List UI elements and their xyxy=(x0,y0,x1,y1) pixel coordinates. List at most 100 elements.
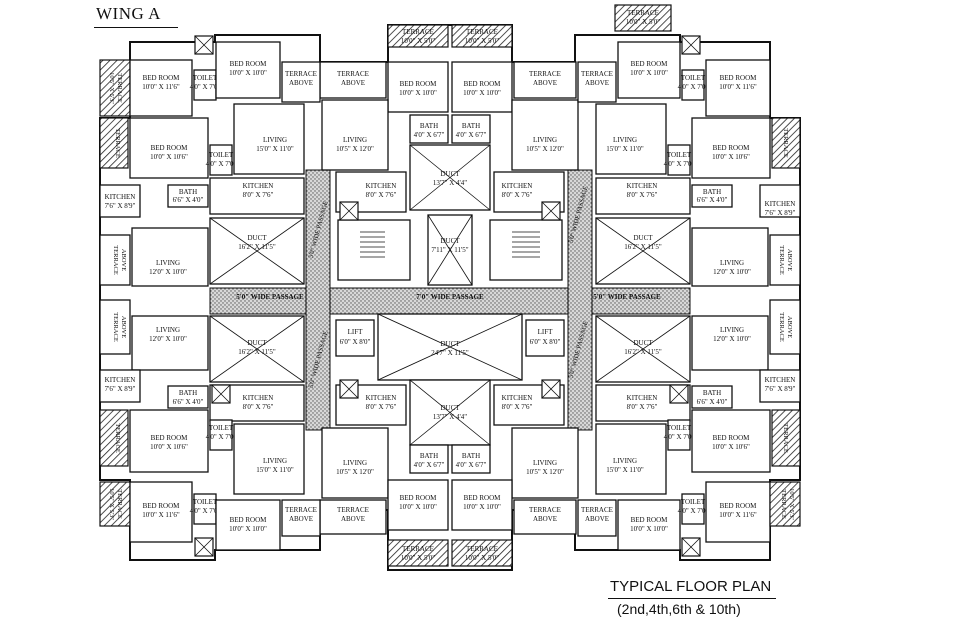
room-label: BED ROOM xyxy=(400,494,438,502)
room-label: 10'0" X 5'0" xyxy=(465,37,499,45)
terrace-bottom-right-side xyxy=(769,481,801,527)
room-label: 10'0" X 10'0" xyxy=(399,503,437,511)
room-label: 8'0" X 7'6" xyxy=(366,403,397,411)
room-label: LIVING xyxy=(720,326,744,334)
bedroom-bottom-left-inner xyxy=(215,499,281,551)
toilet-right-lower xyxy=(667,419,691,451)
room-label: ABOVE xyxy=(786,316,793,338)
room-label: 4'0" X 6'7" xyxy=(456,131,487,139)
room-label: 15'0" X 11'0" xyxy=(256,145,294,153)
terrace-bottom-center-right xyxy=(451,539,513,567)
terrace-above-bottom-cr xyxy=(513,499,577,535)
terrace-bottom-center-left xyxy=(387,539,449,567)
shaft-right-mid xyxy=(669,384,689,404)
room-label: 4'0" X 7'0" xyxy=(664,160,695,168)
room-label: 10'0" X 5'0" xyxy=(626,18,660,26)
room-label: LIFT xyxy=(538,328,554,336)
room-label: TOILET xyxy=(193,498,218,506)
room-label: TERRACE xyxy=(114,128,121,158)
room-label: 13'7" X 4'4" xyxy=(433,179,467,187)
stair-right-treads xyxy=(512,231,540,258)
room-label: DUCT xyxy=(440,237,460,245)
bath-bottom-cl xyxy=(409,444,449,474)
room-label: 4'0" X 7'0" xyxy=(678,507,709,515)
room-label: BED ROOM xyxy=(720,74,758,82)
room-label: TERRACE xyxy=(782,423,789,453)
room-label: TERRACE xyxy=(402,28,434,36)
room-label: 4'0" X 6'7" xyxy=(414,131,445,139)
room-label: 15'0" X 11'0" xyxy=(606,145,644,153)
room-label: LIVING xyxy=(263,136,287,144)
room-label: LIVING xyxy=(343,459,367,467)
room-label: BED ROOM xyxy=(464,80,502,88)
shaft-core-tl xyxy=(339,201,359,221)
room-label: 10'0" X 5'0" xyxy=(401,554,435,562)
passage-label-center: 7'0" WIDE PASSAGE xyxy=(416,293,484,301)
plan-subtitle: (2nd,4th,6th & 10th) xyxy=(617,601,741,617)
bedroom-top-center-left xyxy=(387,61,449,113)
shaft-core-br xyxy=(541,379,561,399)
room-label: BED ROOM xyxy=(230,516,268,524)
room-label: BATH xyxy=(703,188,721,196)
room-label: 10'0" X 10'0" xyxy=(630,525,668,533)
room-label: 4'0" X 6'7" xyxy=(456,461,487,469)
living-bottom-left xyxy=(233,423,305,495)
room-label: KITCHEN xyxy=(243,394,274,402)
living-left-lower xyxy=(131,315,209,371)
bath-right-lower xyxy=(691,385,733,409)
room-label: DUCT xyxy=(247,234,267,242)
room-label: DUCT xyxy=(440,340,460,348)
room-label: DUCT xyxy=(247,339,267,347)
shaft-core-tr xyxy=(541,201,561,221)
room-label: 4'0" X 7'0" xyxy=(664,433,695,441)
terrace-above-left-lower xyxy=(99,299,131,355)
living-top-right xyxy=(595,103,667,175)
room-label: ABOVE xyxy=(120,249,127,271)
terrace-above-left-upper xyxy=(99,234,131,286)
room-label: BED ROOM xyxy=(464,494,502,502)
room-label: 8'0" X 7'6" xyxy=(627,403,658,411)
room-label: 7'6" X 8'9" xyxy=(765,385,796,393)
room-label: LIVING xyxy=(533,136,557,144)
room-label: TERRACE xyxy=(581,70,613,78)
room-label: 16'2" X 11'5" xyxy=(238,243,276,251)
room-label: 8'0" X 7'6" xyxy=(243,191,274,199)
shaft-bottom-left-a xyxy=(194,537,214,557)
room-label: BATH xyxy=(462,122,480,130)
bedroom-right-upper xyxy=(691,117,771,179)
room-label: BED ROOM xyxy=(713,434,751,442)
room-label: DUCT xyxy=(633,234,653,242)
kitchen-right-lower xyxy=(759,369,801,403)
room-label: BED ROOM xyxy=(631,516,669,524)
room-label: TOILET xyxy=(193,74,218,82)
room-label: 10'0" X 10'6" xyxy=(712,443,750,451)
plan-title: TYPICAL FLOOR PLAN xyxy=(610,578,772,595)
bath-left-upper xyxy=(167,184,209,208)
room-label: 10'5" X 12'0" xyxy=(526,145,564,153)
room-label: 12'0" X 10'0" xyxy=(149,268,187,276)
room-label: ABOVE xyxy=(120,316,127,338)
bath-bottom-cr xyxy=(451,444,491,474)
room-label: KITCHEN xyxy=(502,394,533,402)
room-label: KITCHEN xyxy=(627,394,658,402)
bedroom-top-right-inner xyxy=(617,41,681,99)
kitchen-top-cl xyxy=(335,171,407,213)
living-left-upper xyxy=(131,227,209,287)
wing-title: WING A xyxy=(96,4,161,23)
room-label: DUCT xyxy=(440,170,460,178)
room-label: 10'0" X 10'0" xyxy=(399,89,437,97)
room-label: 10'5" X 12'0" xyxy=(336,468,374,476)
room-label: KITCHEN xyxy=(765,376,796,384)
room-label: TERRACE xyxy=(337,506,369,514)
room-label: TERRACE xyxy=(778,312,785,342)
passage-label-right: 5'0" WIDE PASSAGE xyxy=(593,293,661,301)
terrace-top-center-left xyxy=(387,24,449,48)
passage-label-left: 5'0" WIDE PASSAGE xyxy=(236,293,304,301)
room-label: 6'6" X 4'0" xyxy=(697,398,728,406)
room-label: 10'0" X 10'6" xyxy=(712,153,750,161)
room-label: TERRACE xyxy=(114,423,121,453)
room-label: 12'0" X 10'0" xyxy=(713,268,751,276)
living-top-left xyxy=(233,103,305,175)
room-label: TOILET xyxy=(667,424,692,432)
room-label: BATH xyxy=(179,188,197,196)
